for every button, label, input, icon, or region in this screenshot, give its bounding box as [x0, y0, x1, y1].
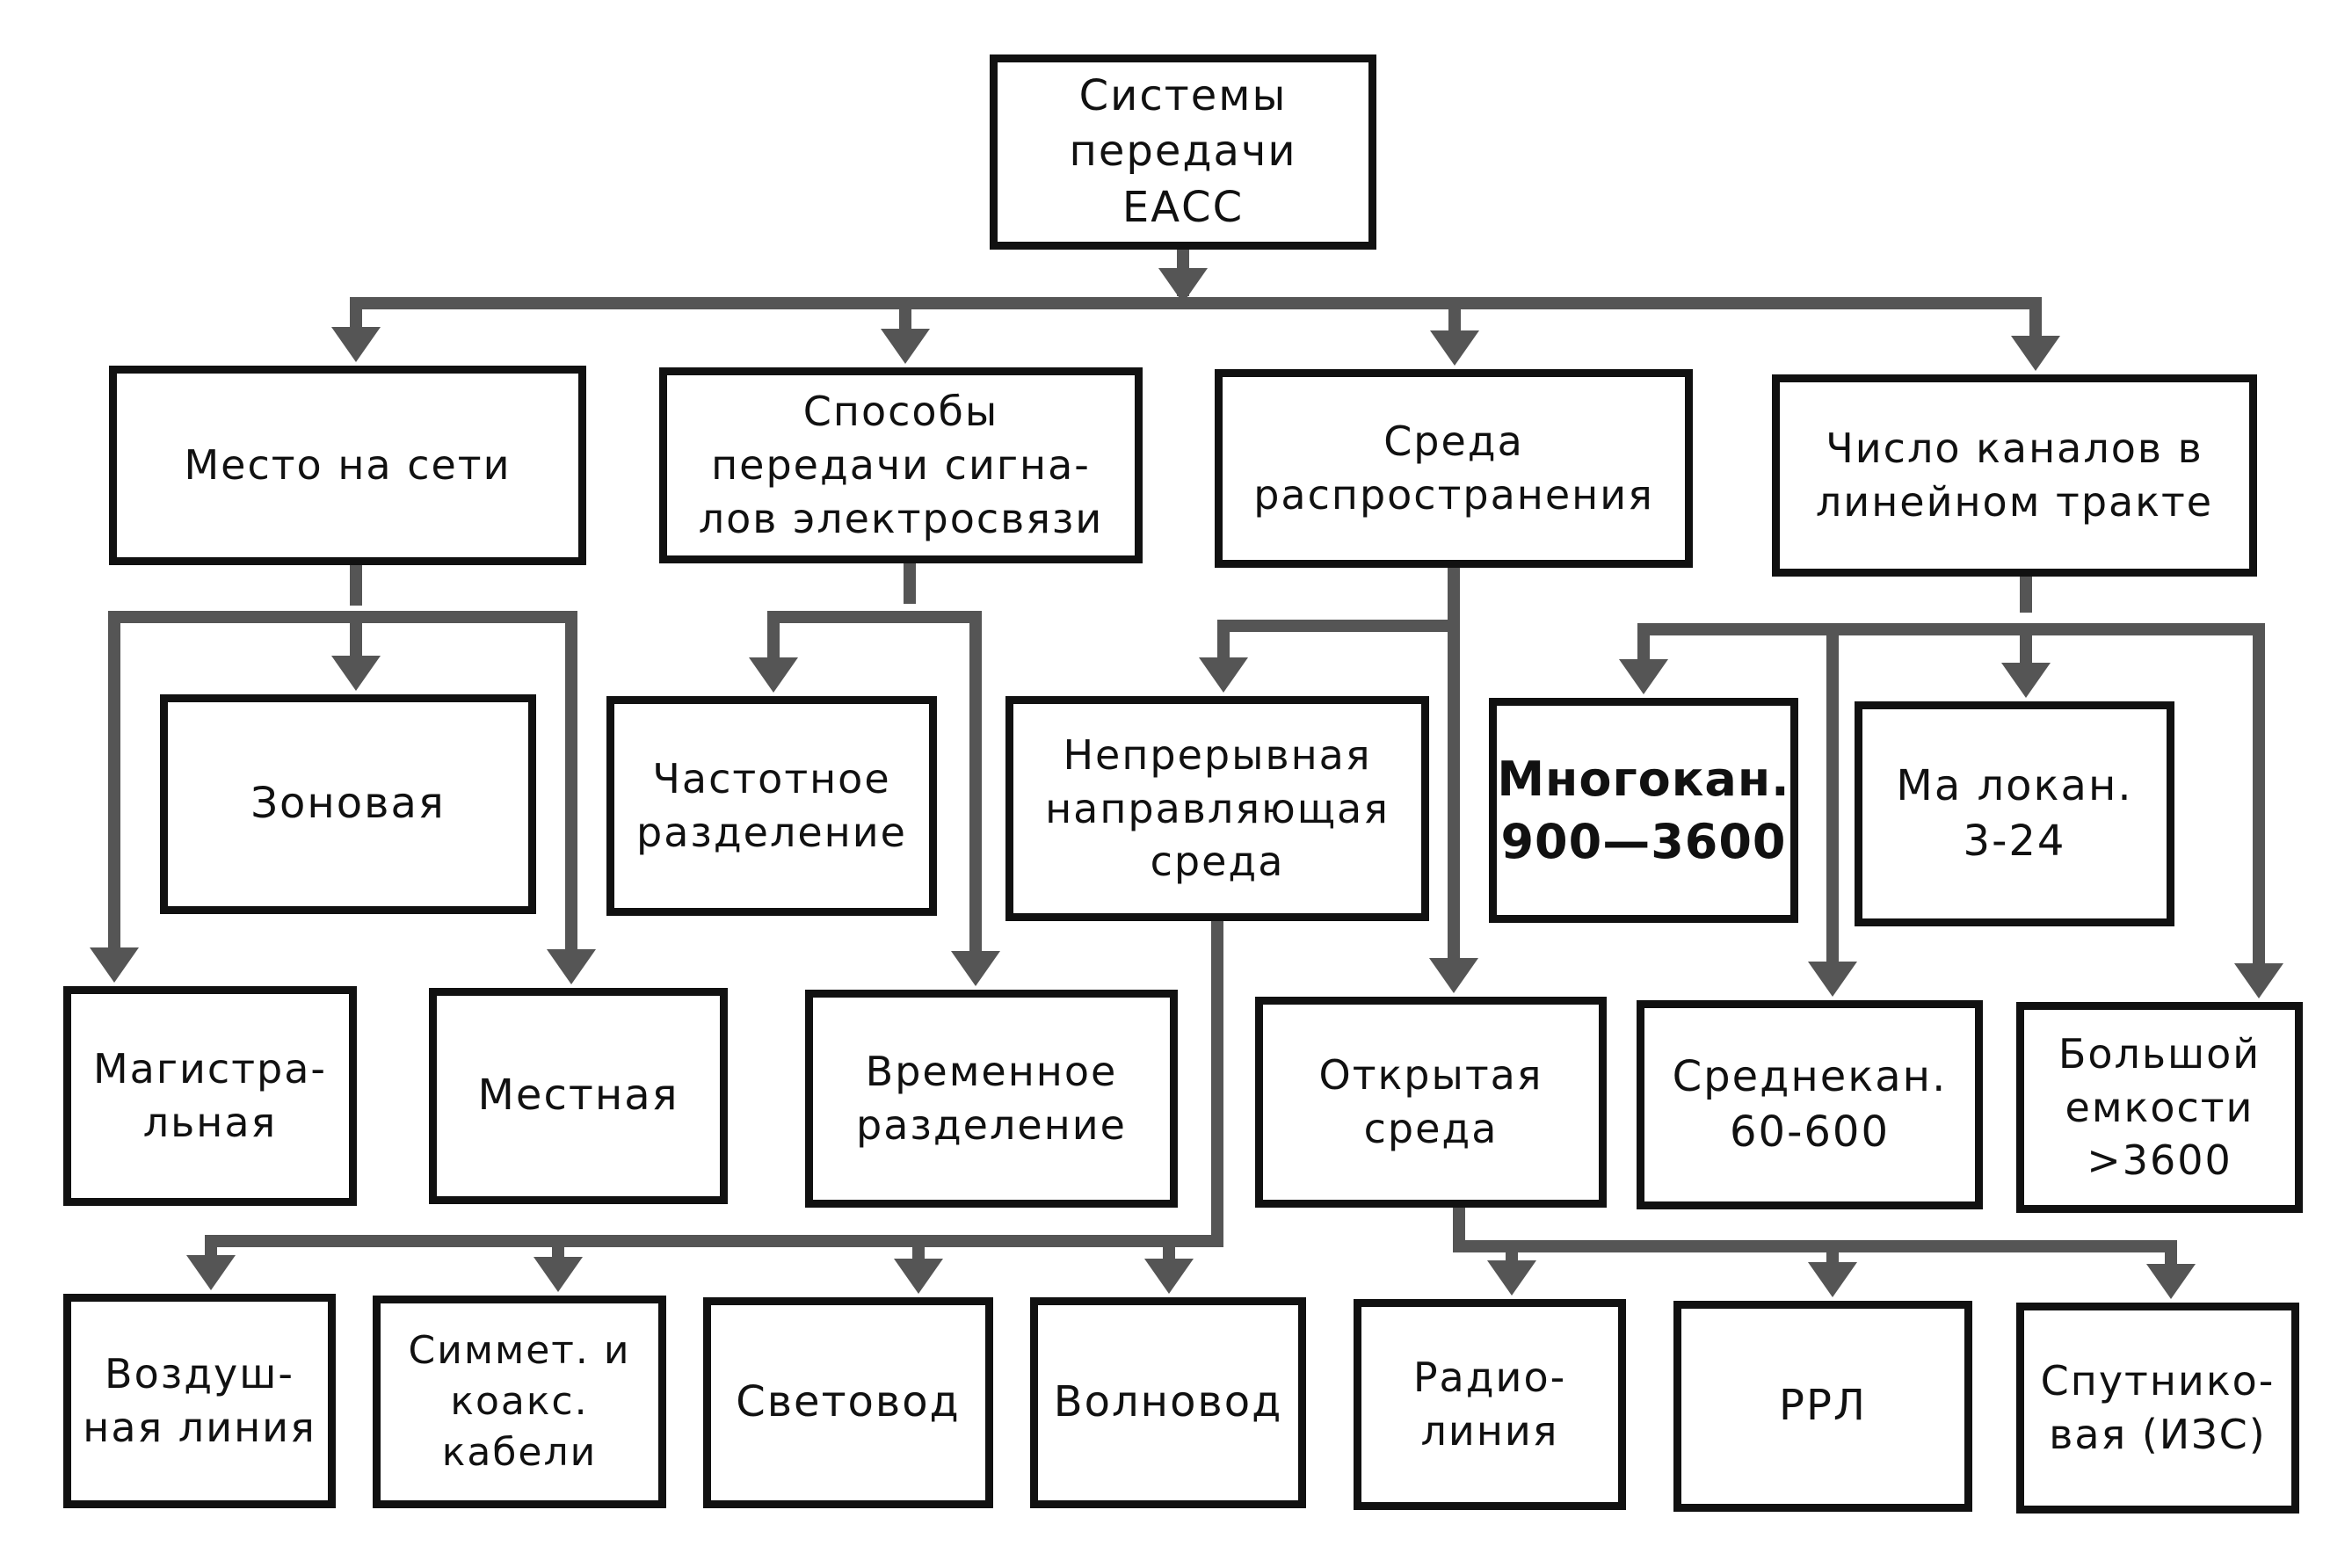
node-mestnaya-label: Местная — [477, 1071, 679, 1121]
node-chislo-kanalov-label: Число каналов в линейном тракте — [1815, 425, 2214, 526]
node-bolshoy-emkosti: Большой емкости >3600 — [2016, 1002, 2303, 1213]
arrowhead — [1619, 659, 1668, 694]
node-svetovod: Световод — [703, 1297, 993, 1508]
arrowhead — [1429, 958, 1478, 993]
node-bolshoy-emkosti-label: Большой емкости >3600 — [2058, 1029, 2261, 1185]
arrowhead — [331, 656, 381, 691]
arrowhead — [1144, 1259, 1194, 1294]
arrowhead — [186, 1255, 236, 1290]
node-rrl-label: РРЛ — [1779, 1381, 1867, 1431]
node-vozdushnaya-liniya-label: Воздуш- ная линия — [83, 1350, 316, 1451]
arrowhead — [2146, 1264, 2196, 1299]
node-mestnaya: Местная — [429, 988, 728, 1204]
arrowhead — [1808, 1262, 1857, 1297]
node-malokan: Ма локан. 3-24 — [1855, 701, 2174, 926]
node-simmet-koaks-kabeli-label: Симмет. и коакс. кабели — [408, 1327, 631, 1476]
node-svetovod-label: Световод — [736, 1377, 961, 1427]
node-mesto-na-seti: Место на сети — [109, 366, 586, 565]
node-otkrytaya-sreda: Открытая среда — [1255, 997, 1607, 1208]
arrowhead — [547, 949, 596, 984]
node-sreda-rasprostraneniya-label: Среда распространения — [1253, 417, 1654, 519]
node-magistralnaya: Магистра- льная — [63, 986, 357, 1206]
node-nepreryvnaya-sreda-label: Непрерывная направляющая среда — [1045, 730, 1390, 886]
node-sputnikovaya: Спутнико- вая (ИЗС) — [2016, 1303, 2299, 1514]
node-vremennoe-razdelenie-label: Временное разделение — [856, 1048, 1127, 1149]
arrowhead — [2001, 663, 2051, 698]
node-sreda-rasprostraneniya: Среда распространения — [1215, 369, 1693, 568]
node-malokan-label: Ма локан. 3-24 — [1896, 760, 2133, 866]
node-vozdushnaya-liniya: Воздуш- ная линия — [63, 1294, 336, 1508]
node-root: Системы передачи ЕАСС — [990, 54, 1376, 250]
arrowhead — [1808, 962, 1857, 997]
node-radioliniya-label: Радио- линия — [1412, 1354, 1567, 1455]
node-zonovaya: Зоновая — [160, 694, 536, 914]
arrowhead — [894, 1259, 943, 1294]
arrowhead — [2234, 963, 2283, 998]
node-mesto-na-seti-label: Место на сети — [184, 441, 512, 490]
node-otkrytaya-sreda-label: Открытая среда — [1318, 1051, 1543, 1152]
node-volnovod: Волновод — [1030, 1297, 1306, 1508]
node-zonovaya-label: Зоновая — [250, 779, 446, 829]
node-srednekan: Среднекан. 60-600 — [1637, 1000, 1983, 1209]
node-radioliniya: Радио- линия — [1354, 1299, 1626, 1510]
node-nepreryvnaya-sreda: Непрерывная направляющая среда — [1005, 696, 1429, 921]
node-sposoby-peredachi-label: Способы передачи сигна- лов электросвязи — [698, 388, 1104, 542]
arrowhead — [2011, 336, 2060, 371]
arrowhead — [1199, 657, 1248, 693]
node-volnovod-label: Волновод — [1053, 1377, 1283, 1427]
arrowhead — [749, 657, 798, 693]
node-magistralnaya-label: Магистра- льная — [92, 1045, 327, 1146]
arrowhead — [534, 1257, 583, 1292]
node-rrl: РРЛ — [1673, 1301, 1972, 1512]
node-chislo-kanalov: Число каналов в линейном тракте — [1772, 374, 2257, 577]
node-mnogokan: Многокан. 900—3600 — [1489, 698, 1798, 923]
node-mnogokan-label: Многокан. 900—3600 — [1497, 751, 1790, 869]
node-srednekan-label: Среднекан. 60-600 — [1672, 1051, 1948, 1157]
arrowhead — [1158, 268, 1208, 303]
arrowhead — [90, 947, 139, 983]
node-chastotnoe-razdelenie: Частотное разделение — [606, 696, 937, 916]
node-chastotnoe-razdelenie-label: Частотное разделение — [636, 755, 907, 856]
arrowhead — [1430, 330, 1479, 366]
arrowhead — [331, 327, 381, 362]
node-vremennoe-razdelenie: Временное разделение — [805, 990, 1178, 1208]
node-root-label: Системы передачи ЕАСС — [1069, 70, 1297, 232]
node-simmet-koaks-kabeli: Симмет. и коакс. кабели — [373, 1296, 666, 1508]
node-sposoby-peredachi: Способы передачи сигна- лов электросвязи — [659, 367, 1143, 563]
arrowhead — [1487, 1260, 1536, 1296]
arrowhead — [881, 329, 930, 364]
node-sputnikovaya-label: Спутнико- вая (ИЗС) — [2040, 1357, 2276, 1458]
arrowhead — [951, 951, 1000, 986]
